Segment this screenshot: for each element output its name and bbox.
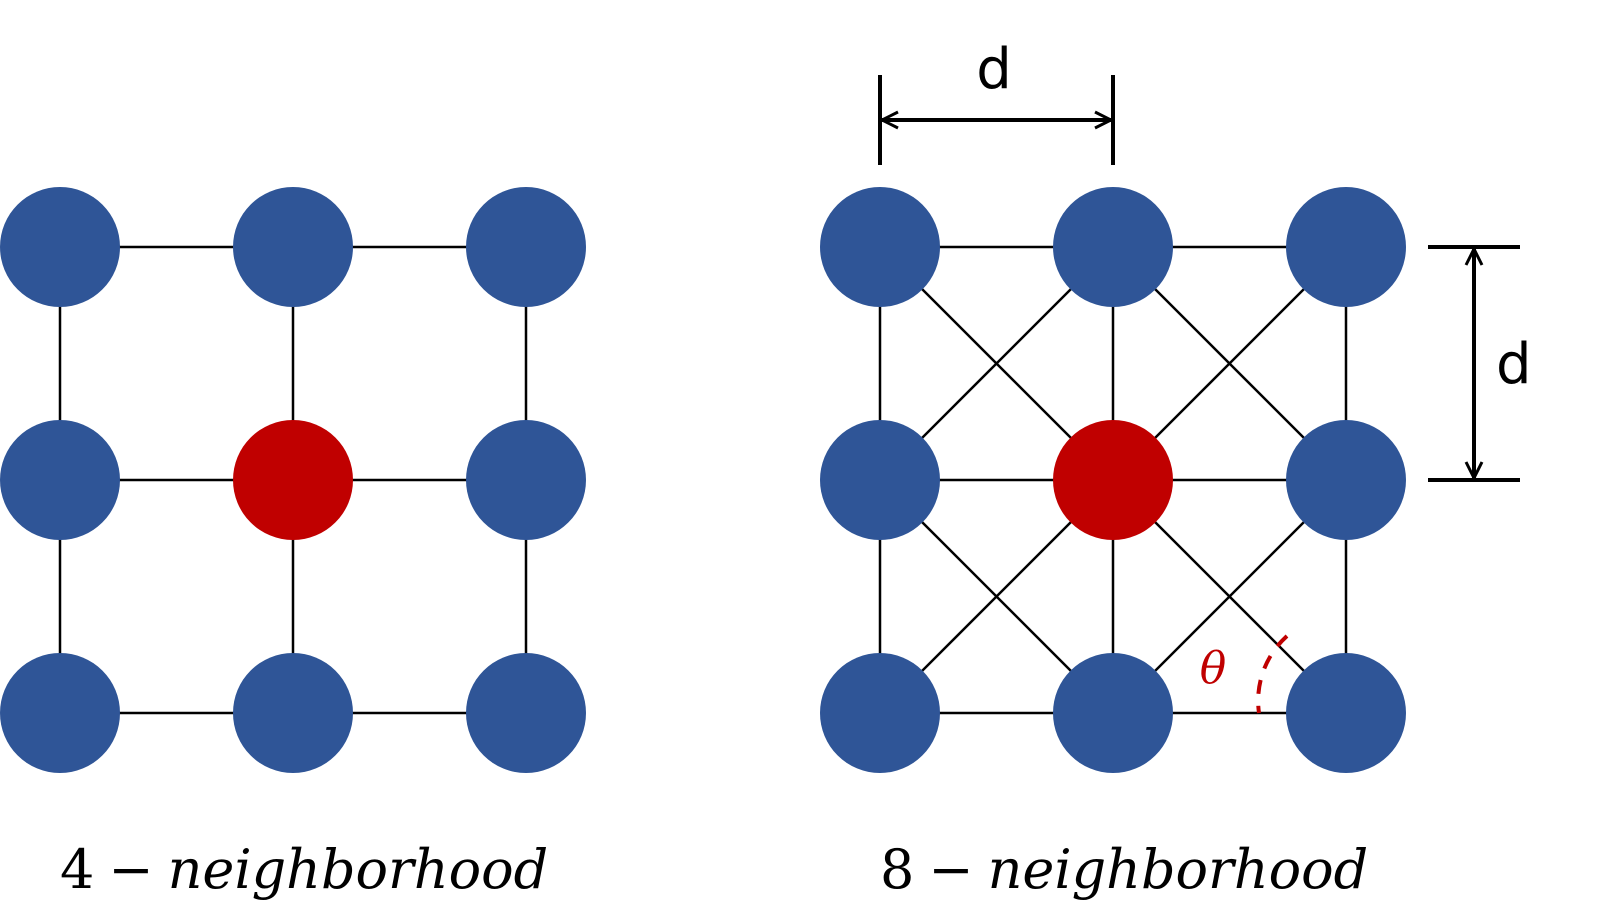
node	[0, 187, 120, 307]
horizontal-spacing-label: d	[976, 37, 1012, 102]
node	[820, 653, 940, 773]
node	[1286, 653, 1406, 773]
node	[466, 420, 586, 540]
angle-arc	[1256, 634, 1289, 714]
center-node	[1053, 420, 1173, 540]
node	[233, 187, 353, 307]
node	[820, 420, 940, 540]
angle-label: θ	[1200, 643, 1227, 694]
node	[1286, 187, 1406, 307]
grid-nodes	[820, 187, 1406, 773]
caption-number: 4	[60, 838, 95, 901]
node	[1053, 653, 1173, 773]
node	[466, 187, 586, 307]
vertical-spacing-dimension: d	[1428, 245, 1532, 482]
eight-neighborhood-grid: d d θ	[820, 37, 1532, 773]
node	[233, 653, 353, 773]
vertical-spacing-label: d	[1496, 332, 1532, 397]
eight-neighborhood-caption: 8−neighborhood	[880, 840, 1368, 900]
center-node	[233, 420, 353, 540]
angle-marker: θ	[1200, 634, 1289, 714]
four-neighborhood-grid	[0, 187, 586, 773]
node	[1286, 420, 1406, 540]
node	[1053, 187, 1173, 307]
caption-number: 8	[880, 838, 915, 901]
node	[820, 187, 940, 307]
node	[0, 653, 120, 773]
caption-operator: −	[108, 838, 154, 901]
caption-word: neighborhood	[167, 838, 549, 901]
four-neighborhood-caption: 4−neighborhood	[60, 840, 548, 900]
grid-nodes	[0, 187, 586, 773]
node	[466, 653, 586, 773]
caption-word: neighborhood	[987, 838, 1369, 901]
horizontal-spacing-dimension: d	[878, 37, 1115, 165]
caption-operator: −	[928, 838, 974, 901]
node	[0, 420, 120, 540]
